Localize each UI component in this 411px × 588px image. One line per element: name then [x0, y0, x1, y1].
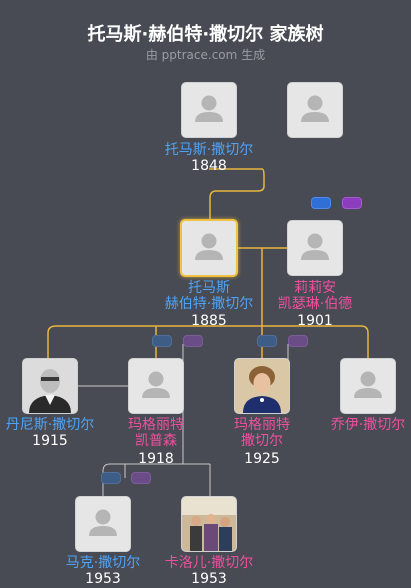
- relation-chip-blue[interactable]: [311, 197, 331, 209]
- relation-chip-purple[interactable]: [131, 472, 151, 484]
- avatar-child2[interactable]: [128, 358, 184, 414]
- person-name-child3-line1[interactable]: 玛格丽特: [234, 417, 290, 433]
- avatar-child3-photo[interactable]: [234, 358, 290, 414]
- person-year-mother: 1901: [297, 313, 333, 329]
- person-name-child2-line2[interactable]: 凯普森: [135, 433, 177, 449]
- avatar-child1-photo[interactable]: [22, 358, 78, 414]
- person-name-child1[interactable]: 丹尼斯·撒切尔: [5, 417, 95, 433]
- person-year-child3: 1925: [244, 451, 280, 467]
- person-name-mother-line1[interactable]: 莉莉安: [294, 280, 336, 296]
- person-year-child1: 1915: [32, 433, 68, 449]
- relation-chip-purple[interactable]: [288, 335, 308, 347]
- person-name-father-line2[interactable]: 赫伯特·撒切尔: [164, 296, 254, 312]
- connector-gen3-bus: [47, 325, 369, 360]
- avatar-grandchild1[interactable]: [75, 496, 131, 552]
- person-year-grandchild1: 1953: [85, 571, 121, 587]
- relation-chip-blue[interactable]: [101, 472, 121, 484]
- page-title: 托马斯·赫伯特·撒切尔 家族树: [87, 24, 324, 45]
- person-name-child3-line2[interactable]: 撒切尔: [241, 433, 283, 449]
- avatar-mother[interactable]: [287, 220, 343, 276]
- person-name-grandchild2[interactable]: 卡洛儿·撒切尔: [164, 555, 254, 571]
- person-year-child2: 1918: [138, 451, 174, 467]
- avatar-grandchild2-photo[interactable]: [181, 496, 237, 552]
- relation-chip-blue[interactable]: [257, 335, 277, 347]
- avatar-child4[interactable]: [340, 358, 396, 414]
- relation-chip-purple[interactable]: [183, 335, 203, 347]
- connector-gen3-gen4: [102, 386, 184, 496]
- relation-chip-purple[interactable]: [342, 197, 362, 209]
- page-subtitle: 由 pptrace.com 生成: [145, 48, 266, 62]
- person-name-grandfather[interactable]: 托马斯·撒切尔: [164, 142, 254, 158]
- person-name-mother-line2[interactable]: 凯瑟琳·伯德: [277, 296, 353, 312]
- person-name-child2-line1[interactable]: 玛格丽特: [128, 417, 184, 433]
- avatar-grandfather[interactable]: [181, 82, 237, 138]
- connector-gen1-gen2: [209, 168, 265, 221]
- person-name-child4[interactable]: 乔伊·撒切尔: [330, 417, 406, 433]
- relation-chip-blue[interactable]: [152, 335, 172, 347]
- avatar-grandmother[interactable]: [287, 82, 343, 138]
- person-name-father-line1[interactable]: 托马斯: [188, 280, 230, 296]
- person-year-grandfather: 1848: [191, 158, 227, 174]
- person-name-grandchild1[interactable]: 马克·撒切尔: [65, 555, 141, 571]
- person-year-grandchild2: 1953: [191, 571, 227, 587]
- avatar-father[interactable]: [180, 219, 238, 277]
- person-year-father: 1885: [191, 313, 227, 329]
